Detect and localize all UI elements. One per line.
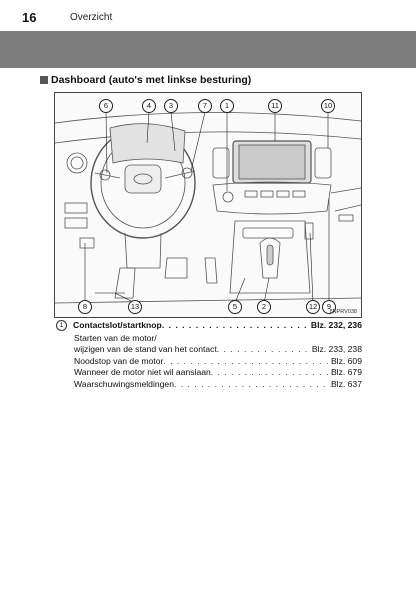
callout-4: 4 xyxy=(142,99,156,113)
subheading-text: Dashboard (auto's met linkse besturing) xyxy=(51,74,252,86)
square-bullet-icon xyxy=(40,76,48,84)
list-item-label: Noodstop van de motor xyxy=(74,355,164,366)
leader-dots: . . . . . . . . . . . . . . . . . . . . … xyxy=(161,320,311,330)
callout-1: 1 xyxy=(220,99,234,113)
callout-6: 6 xyxy=(99,99,113,113)
leader-dots: . . . . . . . . . . . . . . . . . . . . … xyxy=(163,355,331,366)
callout-12: 12 xyxy=(306,300,320,314)
entry-title: Contactslot/startknop xyxy=(73,320,162,330)
callout-10: 10 xyxy=(321,99,335,113)
list-item: Starten van de motor/ xyxy=(56,332,362,344)
figure-code: 8NPRV038 xyxy=(329,309,357,315)
list-item-ref: Blz. 233, 238 xyxy=(311,344,362,355)
list-item: Waarschuwingsmeldingen . . . . . . . . .… xyxy=(56,378,362,390)
list-item: wijzigen van de stand van het contact . … xyxy=(56,344,362,356)
callout-9: 9 xyxy=(322,300,336,314)
entry-heading: 1 Contactslot/startknop . . . . . . . . … xyxy=(56,318,362,332)
leader-dots: . . . . . . . . . . . . . . . . . . . . … xyxy=(216,344,312,355)
page-number: 16 xyxy=(22,10,37,25)
list-item: Noodstop van de motor . . . . . . . . . … xyxy=(56,355,362,367)
entry-number: 1 xyxy=(56,319,67,331)
leader-dots: . . . . . . . . . . . . . . . . . . . . … xyxy=(210,367,331,378)
subheading: Dashboard (auto's met linkse besturing) xyxy=(40,74,251,86)
dashboard-drawing xyxy=(55,111,361,304)
callout-7: 7 xyxy=(198,99,212,113)
header-band xyxy=(0,31,416,68)
callout-3: 3 xyxy=(164,99,178,113)
entry-ref: Blz. 232, 236 xyxy=(310,320,362,330)
list-item-ref: Blz. 637 xyxy=(330,378,362,389)
callout-2: 2 xyxy=(257,300,271,314)
callout-11: 11 xyxy=(268,99,282,113)
list-item-ref: Blz. 679 xyxy=(330,367,362,378)
list-item-label: Wanneer de motor niet wil aanslaan xyxy=(74,367,211,378)
list-item-label: Starten van de motor/ xyxy=(74,332,157,343)
entry-list: 1 Contactslot/startknop . . . . . . . . … xyxy=(56,318,362,390)
callout-5: 5 xyxy=(228,300,242,314)
callout-8: 8 xyxy=(78,300,92,314)
list-item-label: Waarschuwingsmeldingen xyxy=(74,378,174,389)
list-item: Wanneer de motor niet wil aanslaan . . .… xyxy=(56,367,362,379)
callout-13: 13 xyxy=(128,300,142,314)
leader-dots: . . . . . . . . . . . . . . . . . . . . … xyxy=(174,378,331,389)
list-item-ref: Blz. 609 xyxy=(330,355,362,366)
dashboard-illustration: 6 4 3 7 1 11 10 8 13 5 2 12 9 8NPRV038 xyxy=(54,92,362,318)
section-title: Overzicht xyxy=(70,12,113,23)
list-item-label: wijzigen van de stand van het contact xyxy=(74,344,217,355)
